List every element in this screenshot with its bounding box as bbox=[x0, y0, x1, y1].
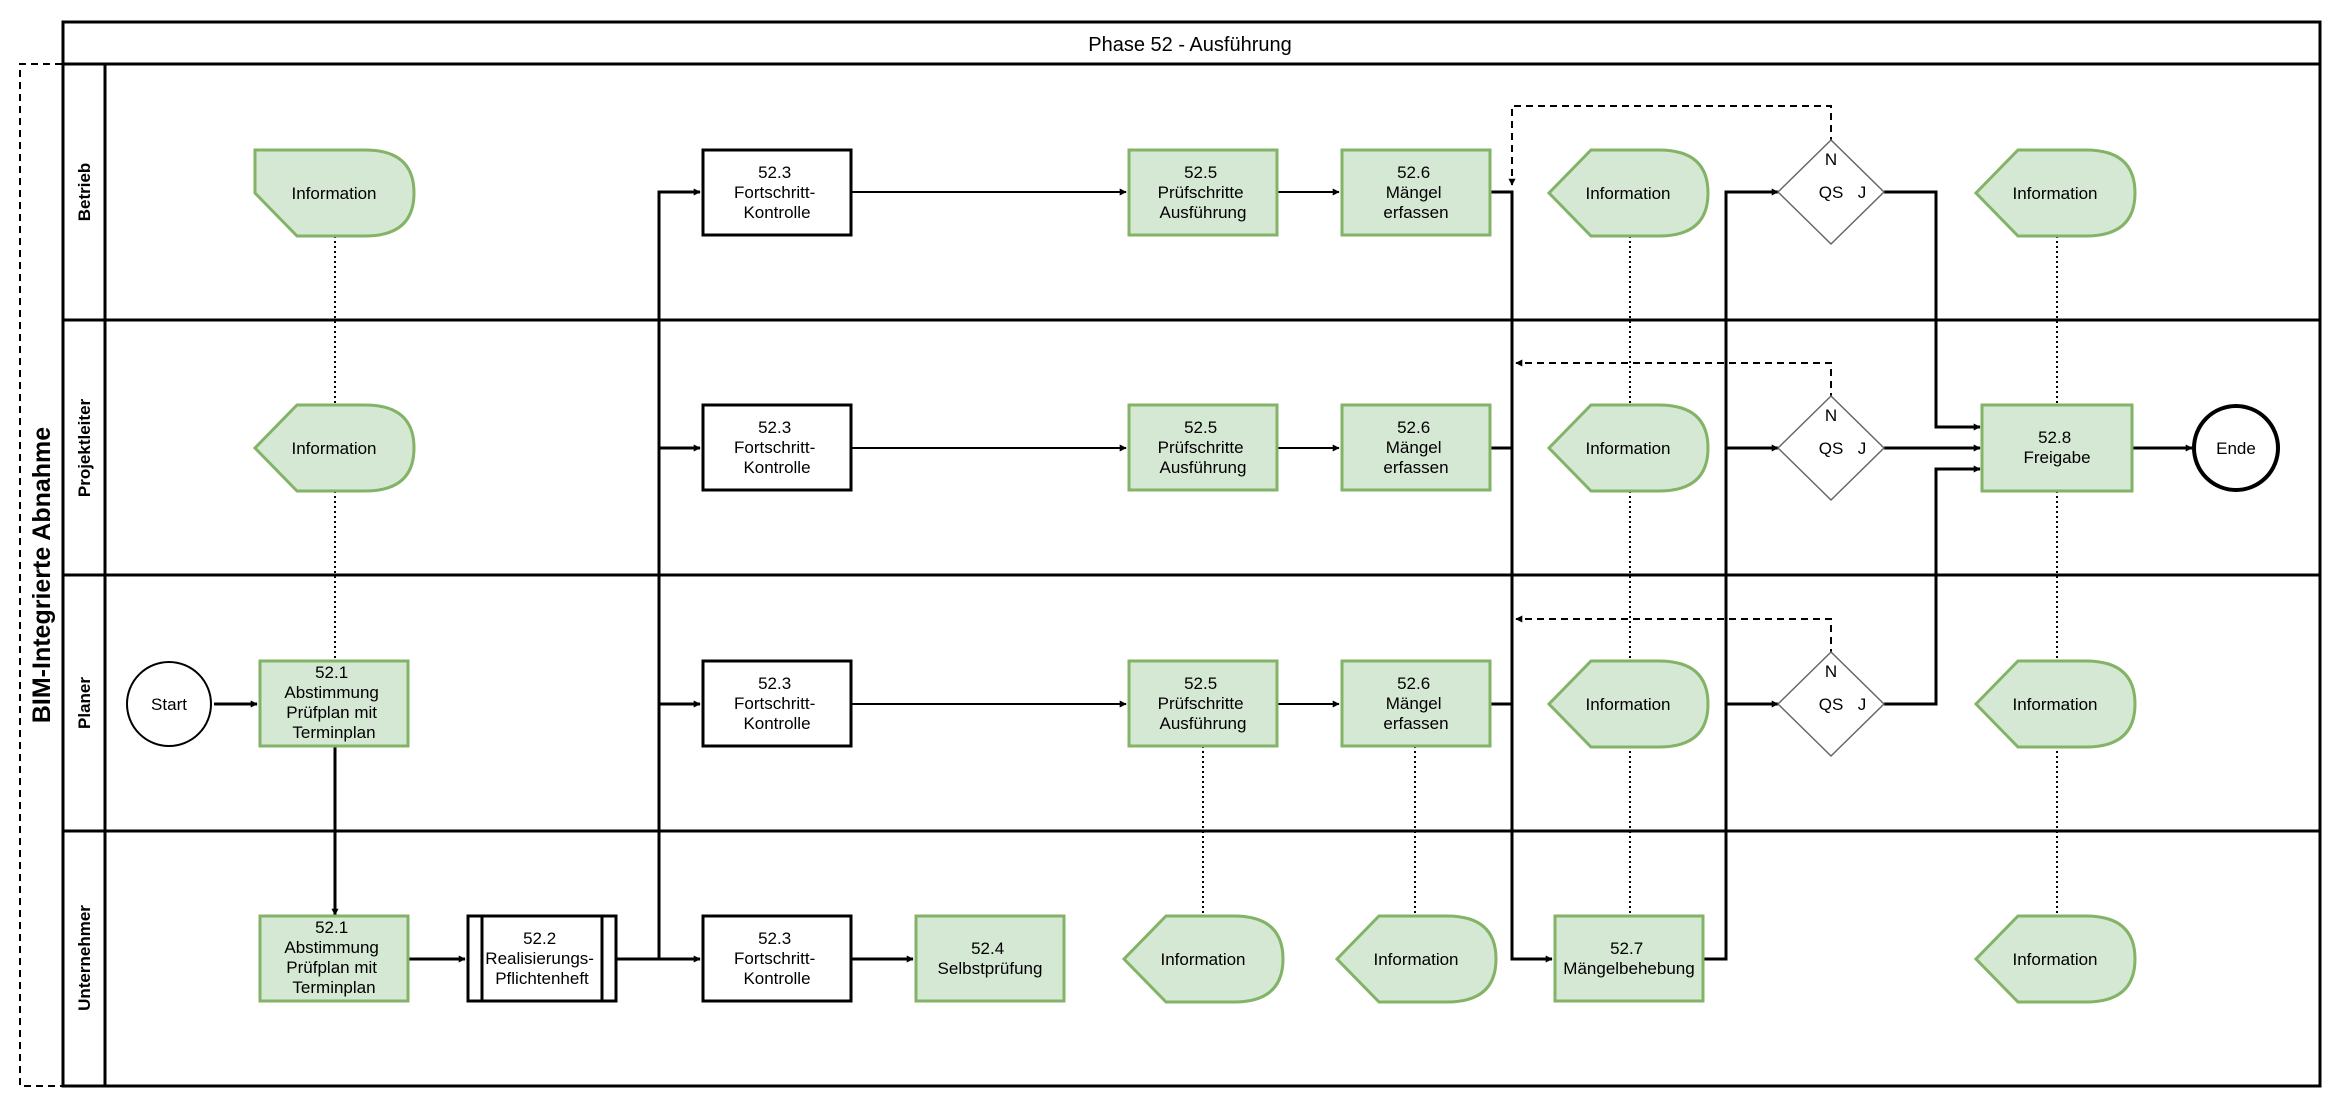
info-objects: Information Information Information Info… bbox=[252, 148, 2137, 1004]
info-unternehmer-1: Information bbox=[1121, 914, 1285, 1004]
task-52-7: 52.7 Mängelbehebung bbox=[1553, 914, 1705, 1003]
phase-title: Phase 52 - Ausführung bbox=[1088, 34, 1291, 56]
info-planer-2: Information bbox=[1546, 659, 1710, 749]
svg-text:Information: Information bbox=[1160, 950, 1245, 969]
svg-text:J: J bbox=[1858, 183, 1867, 202]
svg-text:52.6 Mängel erfass: 52.6 Mängel erfassen bbox=[1383, 418, 1448, 477]
task-52-3-projektleiter: 52.3 Fortschritt- Kontrolle bbox=[701, 403, 853, 492]
svg-text:Start: Start bbox=[151, 695, 187, 714]
svg-text:52.4 Selbstprüfung: 52.4 Selbstprüfung bbox=[938, 939, 1043, 978]
svg-text:52.1 Abstimmung Pr: 52.1 Abstimmung Prüfplan mit Terminplan bbox=[284, 918, 383, 997]
svg-text:52.5 Prüfschritte: 52.5 Prüfschritte Ausführung bbox=[1158, 418, 1249, 477]
svg-text:N: N bbox=[1825, 662, 1837, 681]
lane-label-unternehmer: Unternehmer bbox=[75, 905, 94, 1011]
task-52-3-betrieb: 52.3 Fortschritt- Kontrolle bbox=[701, 148, 853, 237]
svg-text:52.5 Prüfschritte: 52.5 Prüfschritte Ausführung bbox=[1158, 163, 1249, 222]
lanes-frame: Phase 52 - Ausführung Betrieb Projektlei… bbox=[61, 20, 2322, 1088]
lane-label-projektleiter: Projektleiter bbox=[75, 398, 94, 497]
svg-text:52.1 Abstimmung Pr: 52.1 Abstimmung Prüfplan mit Terminplan bbox=[284, 663, 383, 742]
task-52-8: 52.8 Freigabe bbox=[1980, 403, 2134, 493]
lane-label-planer: Planer bbox=[75, 677, 94, 729]
start-event: Start bbox=[126, 661, 212, 747]
svg-text:52.5 Prüfschritte: 52.5 Prüfschritte Ausführung bbox=[1158, 674, 1249, 733]
svg-text:Information: Information bbox=[2012, 695, 2097, 714]
svg-text:QS: QS bbox=[1819, 183, 1844, 202]
task-52-4: 52.4 Selbstprüfung bbox=[914, 914, 1066, 1003]
svg-text:N: N bbox=[1825, 150, 1837, 169]
svg-text:Information: Information bbox=[2012, 184, 2097, 203]
pool: BIM-Integrierte Abnahme bbox=[19, 63, 62, 1087]
svg-text:QS: QS bbox=[1819, 439, 1844, 458]
svg-text:52.3 Fortschritt-: 52.3 Fortschritt- Kontrolle bbox=[734, 418, 820, 477]
svg-text:QS: QS bbox=[1819, 695, 1844, 714]
svg-text:Information: Information bbox=[291, 439, 376, 458]
svg-text:52.3 Fortschritt-: 52.3 Fortschritt- Kontrolle bbox=[734, 163, 820, 222]
task-52-5-projektleiter: 52.5 Prüfschritte Ausführung bbox=[1127, 403, 1279, 492]
svg-text:52.6 Mängel erfass: 52.6 Mängel erfassen bbox=[1383, 163, 1448, 222]
task-52-6-projektleiter: 52.6 Mängel erfassen bbox=[1340, 403, 1492, 492]
info-unternehmer-2: Information bbox=[1334, 914, 1498, 1004]
svg-text:52.8 Freigabe: 52.8 Freigabe bbox=[2023, 428, 2090, 467]
gateway-qs-projektleiter: QS N J bbox=[1776, 394, 1886, 502]
svg-text:52.3 Fortschritt-: 52.3 Fortschritt- Kontrolle bbox=[734, 929, 820, 988]
task-52-2: 52.2 Realisierungs- Pflichtenheft bbox=[466, 914, 618, 1003]
task-52-1-planer: 52.1 Abstimmung Prüfplan mit Terminplan bbox=[258, 659, 410, 748]
gateway-qs-betrieb: QS N J bbox=[1776, 138, 1886, 246]
svg-text:52.6 Mängel erfass: 52.6 Mängel erfassen bbox=[1383, 674, 1448, 733]
associations bbox=[334, 236, 2058, 917]
task-52-6-planer: 52.6 Mängel erfassen bbox=[1340, 659, 1492, 748]
lane-label-betrieb: Betrieb bbox=[75, 163, 94, 222]
info-projektleiter-1: Information bbox=[252, 403, 416, 493]
svg-text:52.2 Realisierungs-: 52.2 Realisierungs- Pflichtenheft bbox=[485, 929, 598, 988]
svg-text:52.7 Mängelbehebung: 52.7 Mängelbehebung bbox=[1563, 939, 1694, 978]
task-52-3-unternehmer: 52.3 Fortschritt- Kontrolle bbox=[701, 914, 853, 1003]
task-52-1-unternehmer: 52.1 Abstimmung Prüfplan mit Terminplan bbox=[258, 914, 410, 1003]
pool-label: BIM-Integrierte Abnahme bbox=[28, 427, 56, 723]
svg-text:Information: Information bbox=[1585, 439, 1670, 458]
svg-text:N: N bbox=[1825, 406, 1837, 425]
svg-text:Ende: Ende bbox=[2216, 439, 2256, 458]
info-betrieb-3: Information bbox=[1973, 148, 2137, 238]
svg-text:52.3 Fortschritt-: 52.3 Fortschritt- Kontrolle bbox=[734, 674, 820, 733]
info-projektleiter-2: Information bbox=[1546, 403, 1710, 493]
svg-text:J: J bbox=[1858, 695, 1867, 714]
info-betrieb-1: Information bbox=[253, 148, 416, 238]
svg-text:Information: Information bbox=[291, 184, 376, 203]
gateway-qs-planer: QS N J bbox=[1776, 650, 1886, 758]
svg-text:Information: Information bbox=[2012, 950, 2097, 969]
sequence-flows bbox=[214, 105, 2193, 963]
info-planer-3: Information bbox=[1973, 659, 2137, 749]
task-52-6-betrieb: 52.6 Mängel erfassen bbox=[1340, 148, 1492, 237]
info-unternehmer-3: Information bbox=[1973, 914, 2137, 1004]
end-event: Ende bbox=[2192, 404, 2280, 492]
task-52-5-betrieb: 52.5 Prüfschritte Ausführung bbox=[1127, 148, 1279, 237]
svg-text:Information: Information bbox=[1373, 950, 1458, 969]
svg-text:Information: Information bbox=[1585, 695, 1670, 714]
task-52-5-planer: 52.5 Prüfschritte Ausführung bbox=[1127, 659, 1279, 748]
svg-text:J: J bbox=[1858, 439, 1867, 458]
info-betrieb-2: Information bbox=[1546, 148, 1710, 238]
svg-text:Information: Information bbox=[1585, 184, 1670, 203]
task-52-3-planer: 52.3 Fortschritt- Kontrolle bbox=[701, 659, 853, 748]
